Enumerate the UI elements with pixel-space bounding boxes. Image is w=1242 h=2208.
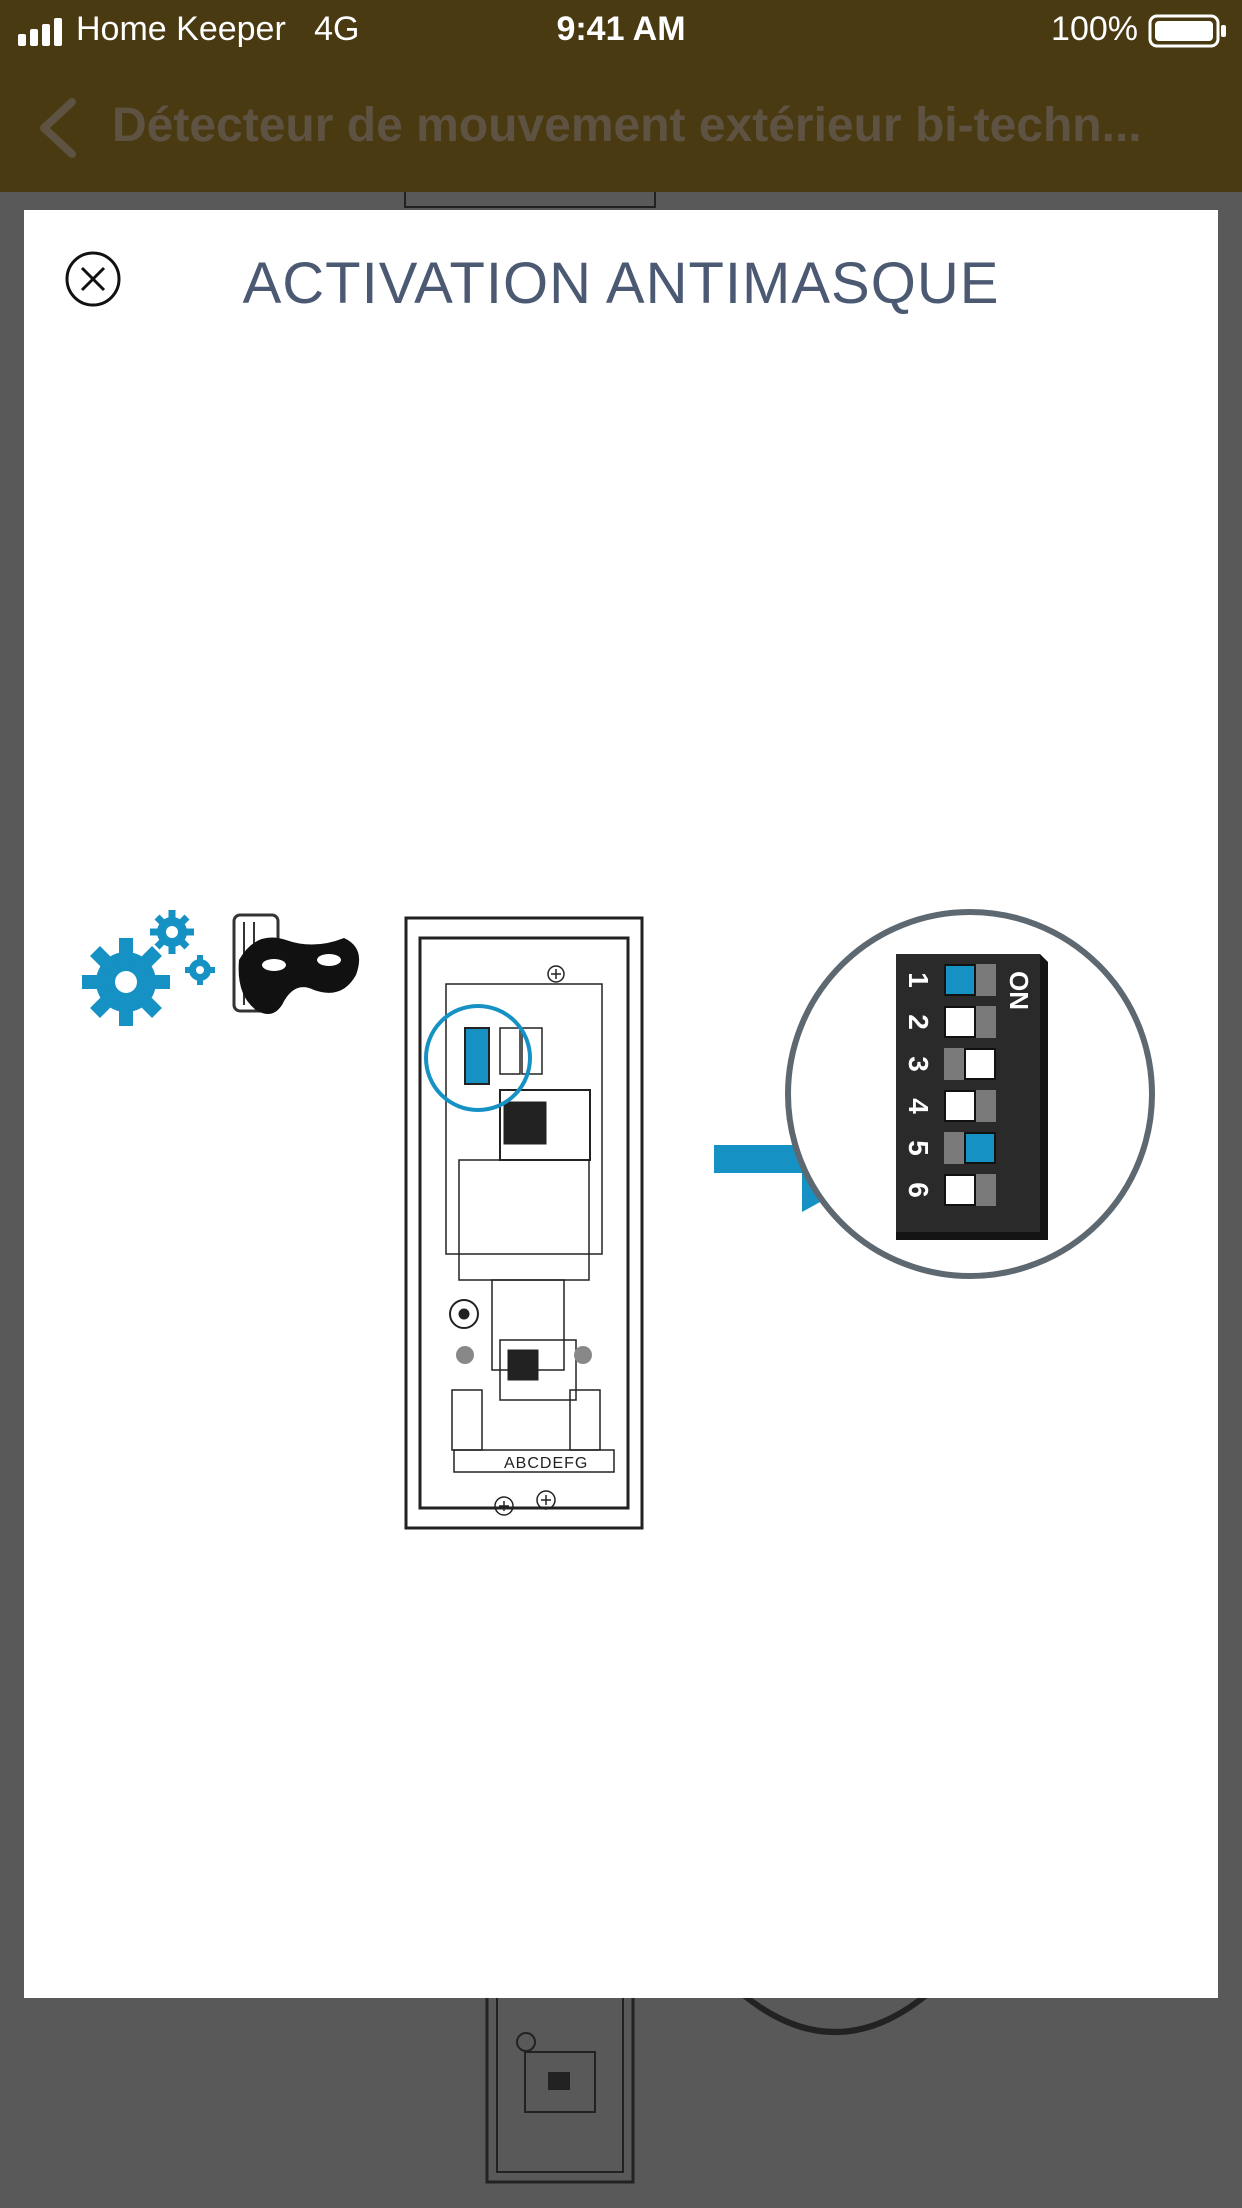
dip-switch-toggle-on[interactable] <box>944 964 996 996</box>
antimask-icon <box>232 913 360 1014</box>
detector-board-diagram <box>404 916 644 1530</box>
dip-switch-number: 2 <box>902 1014 934 1030</box>
dip-switch-highlight-circle <box>424 1004 532 1112</box>
dip-switch-toggle-off[interactable] <box>944 1048 996 1080</box>
page-title: Détecteur de mouvement extérieur bi-tech… <box>112 99 1142 152</box>
dip-switch-number: 4 <box>902 1098 934 1114</box>
dip-switch-toggle-off[interactable] <box>944 1006 996 1038</box>
carrier-label: Home Keeper 4G <box>76 10 360 48</box>
dip-switch-number: 1 <box>902 972 934 988</box>
dip-switch-number: 6 <box>902 1182 934 1198</box>
dip-switch-toggle-off[interactable] <box>944 1090 996 1122</box>
battery-icon <box>1148 14 1226 48</box>
dip-switch-number: 3 <box>902 1056 934 1072</box>
navigation-bar: Détecteur de mouvement extérieur bi-tech… <box>0 62 1242 192</box>
background-diagram <box>404 192 932 2184</box>
close-icon[interactable] <box>64 250 122 308</box>
dip-switch-row: 2 <box>896 1002 1006 1042</box>
dip-switch-row: 6 <box>896 1170 1006 1210</box>
battery-percentage: 100% <box>1051 10 1138 48</box>
dip-switch-panel: ON 1 2 3 4 5 <box>896 954 1040 1232</box>
signal-strength-icon <box>18 18 62 46</box>
antimask-activation-modal: ACTIVATION ANTIMASQUE <box>24 210 1218 1998</box>
dip-switch-row: 3 <box>896 1044 1006 1084</box>
settings-gears-icon <box>82 910 215 1026</box>
clock: 9:41 AM <box>556 10 686 48</box>
dip-switch-toggle-on[interactable] <box>944 1132 996 1164</box>
modal-title: ACTIVATION ANTIMASQUE <box>242 251 1000 316</box>
network-label: 4G <box>314 10 360 48</box>
back-chevron-icon[interactable] <box>34 96 80 160</box>
dip-switch-toggle-off[interactable] <box>944 1174 996 1206</box>
dip-switch-number: 5 <box>902 1140 934 1156</box>
status-bar: Home Keeper 4G 9:41 AM 100% <box>0 0 1242 62</box>
dip-switch-row: 4 <box>896 1086 1006 1126</box>
dip-switch-row: 5 <box>896 1128 1006 1168</box>
terminal-labels: ABCDEFG <box>504 1455 588 1472</box>
dip-switch-row: 1 <box>896 960 1006 1000</box>
